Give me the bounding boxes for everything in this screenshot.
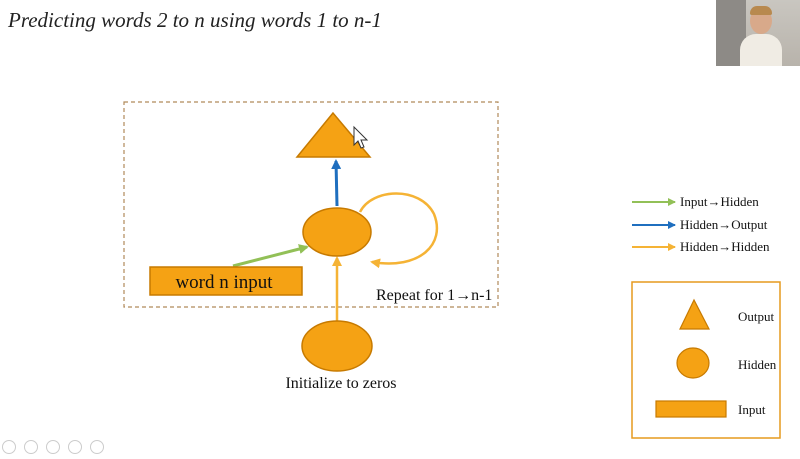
legend-label-hidden-hidden: Hidden→Hidden	[680, 239, 770, 254]
initialize-label: Initialize to zeros	[285, 375, 396, 392]
output-node	[295, 111, 372, 158]
slide-control-dot[interactable]	[2, 440, 16, 454]
legend-label-input-hidden: Input→Hidden	[680, 194, 759, 209]
slide-control-dot[interactable]	[24, 440, 38, 454]
hidden-node	[302, 207, 372, 257]
legend-label-input: Input	[738, 402, 766, 417]
legend-label-hidden-output: Hidden→Output	[680, 217, 768, 232]
word-input-label: word n input	[175, 272, 273, 293]
legend-hidden-ellipse	[676, 347, 710, 379]
hidden-to-hidden-loop	[358, 192, 439, 269]
slide-controls	[2, 440, 112, 459]
rnn-diagram: word n input Repeat for 1→n-1 Initialize…	[123, 101, 781, 439]
repeat-frame	[123, 101, 499, 308]
arrow-legend: Input→Hidden Hidden→Output Hidden→Hidden	[632, 194, 770, 254]
presenter-hair	[750, 6, 772, 15]
shape-legend: Output Hidden Input	[631, 281, 781, 439]
mouse-cursor-icon	[353, 125, 369, 149]
slide-title: Predicting words 2 to n using words 1 to…	[8, 8, 382, 32]
repeat-label: Repeat for 1→n-1	[376, 287, 492, 304]
word-input-box	[149, 266, 303, 296]
legend-label-output: Output	[738, 309, 775, 324]
presenter-webcam	[716, 0, 800, 66]
slide-control-dot[interactable]	[90, 440, 104, 454]
legend-input-rect	[655, 400, 727, 418]
input-to-hidden-arrow	[232, 244, 309, 268]
legend-label-hidden: Hidden	[738, 357, 777, 372]
slide-control-dot[interactable]	[46, 440, 60, 454]
slide-control-dot[interactable]	[68, 440, 82, 454]
initial-hidden-node	[301, 320, 373, 372]
legend-output-triangle	[679, 298, 710, 330]
presenter-body	[740, 34, 782, 66]
hidden-to-output-arrow	[331, 159, 342, 207]
